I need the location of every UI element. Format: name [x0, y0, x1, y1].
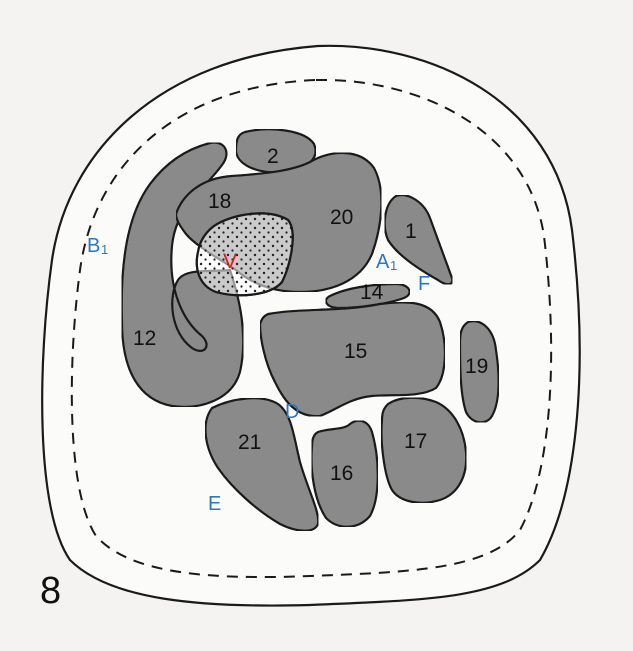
label-muscle-14: 14 [360, 281, 384, 304]
label-muscle-2: 2 [267, 145, 279, 168]
label-muscle-16: 16 [330, 462, 353, 485]
label-muscle-15: 15 [344, 340, 367, 363]
label-B: B [87, 235, 100, 257]
label-muscle-21: 21 [238, 431, 261, 454]
label-muscle-17: 17 [404, 430, 427, 453]
label-muscle-12: 12 [133, 327, 156, 350]
label-D: D [285, 401, 299, 423]
label-vessel: V [223, 250, 237, 273]
label-muscle-1: 1 [405, 220, 417, 243]
label-F: F [418, 273, 430, 295]
label-A-subscript: 1 [390, 258, 397, 273]
label-muscle-19: 19 [465, 355, 488, 378]
figure-number: 8 [40, 570, 61, 612]
label-muscle-18: 18 [208, 190, 231, 213]
label-E: E [208, 493, 221, 515]
label-muscle-20: 20 [330, 206, 353, 229]
label-A: A [376, 251, 390, 273]
label-B-subscript: 1 [101, 242, 108, 257]
